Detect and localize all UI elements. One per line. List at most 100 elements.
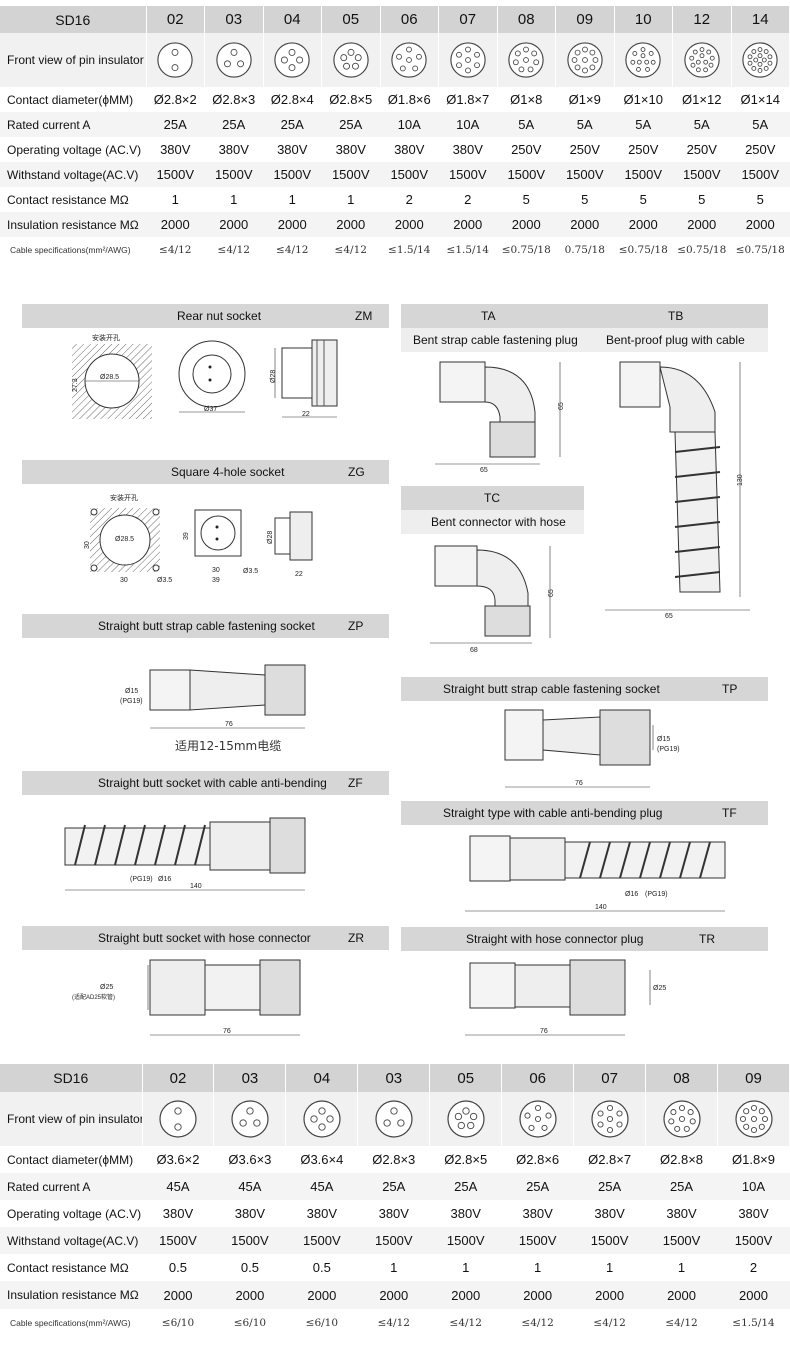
pin-insulator-icon: [450, 42, 486, 78]
model-header: 07: [573, 1064, 647, 1092]
drawing-tf: Ø16 (PG19) 140: [465, 835, 726, 912]
pin-cell: [204, 33, 264, 87]
zg-note: 安装开孔: [110, 493, 138, 502]
value-cell: 2: [464, 192, 472, 207]
section-title-ta: Bent strap cable fastening plug: [413, 333, 578, 347]
pin-insulator-icon: [216, 42, 252, 78]
zg-dim-9: Ø3.5: [243, 568, 258, 575]
zm-dim-1: Ø28.5: [100, 374, 119, 381]
value-cell: Ø2.8×6: [516, 1152, 560, 1167]
pin-insulator-icon: [684, 42, 720, 78]
pin-cell: [142, 1092, 215, 1146]
section-code-tp: TP: [722, 682, 738, 696]
row-label: Operating voltage (AC.V): [7, 142, 142, 157]
value-cell: 1500V: [717, 1227, 790, 1254]
section-title-tb: Bent-proof plug with cable: [606, 333, 745, 347]
value-cell: 2000: [731, 212, 790, 237]
drawing-tr: Ø25 76: [465, 959, 666, 1036]
value-cell: 380V: [452, 142, 483, 157]
value-cell: 2000: [672, 212, 731, 237]
value-cell: 10A: [438, 112, 497, 137]
model-header: 10: [614, 6, 673, 33]
value-cell: 25A: [204, 112, 263, 137]
value-cell: 1: [171, 192, 179, 207]
pin-cell: [321, 33, 381, 87]
tr-dim-1: Ø25: [653, 985, 666, 992]
zg-dim-1: Ø28.5: [115, 536, 134, 543]
value-cell: Ø2.8×3: [212, 92, 256, 107]
value-cell: Ø1×9: [568, 92, 601, 107]
value-cell: ≤6/10: [161, 1317, 195, 1329]
zr-dim-1: Ø25: [100, 984, 113, 991]
value-cell: 2000: [146, 212, 205, 237]
value-cell: ≤0.75/18: [618, 244, 668, 256]
value-cell: 1500V: [285, 1227, 358, 1254]
model-header: 03: [204, 6, 264, 33]
pin-cell: [573, 1092, 647, 1146]
pin-cell: [555, 33, 615, 87]
value-cell: 1: [534, 1260, 542, 1275]
value-cell: 5: [522, 192, 530, 207]
pin-insulator-icon: [274, 42, 310, 78]
row-label: Cable specifications(mm²/AWG): [10, 245, 131, 255]
value-cell: 25A: [429, 1173, 502, 1200]
value-cell: 1: [605, 1260, 614, 1275]
value-cell: 250V: [569, 142, 600, 157]
section-code-zf: ZF: [348, 776, 363, 790]
pin-cell: [497, 33, 556, 87]
table_bottom-row-pins: Front view of pin insulator: [0, 1092, 790, 1146]
table_top-row-cable-spec: Cable specifications(mm²/AWG)≤4/12≤4/12≤…: [0, 237, 790, 263]
zp-note: 适用12-15mm电缆: [175, 739, 281, 753]
pin-cell: [438, 33, 498, 87]
section-bar-tp: Straight butt strap cable fastening sock…: [401, 677, 768, 701]
zg-dim-4: Ø3.5: [157, 577, 172, 584]
section-title-tr: Straight with hose connector plug: [466, 932, 644, 946]
value-cell: Ø2.8×2: [153, 92, 197, 107]
row-label: Front view of pin insulator: [0, 1092, 143, 1146]
pin-cell: [501, 1092, 575, 1146]
model-header: 03: [357, 1064, 431, 1092]
value-cell: 1: [347, 192, 355, 207]
pin-insulator-icon: [625, 42, 661, 78]
section-bar-zr: Straight butt socket with hose connector…: [22, 926, 389, 950]
tf-dim-2: (PG19): [645, 891, 668, 898]
value-cell: 25A: [321, 112, 380, 137]
value-cell: 1500V: [573, 1227, 646, 1254]
value-cell: 2000: [497, 212, 556, 237]
section-code-zr: ZR: [348, 931, 364, 945]
tp-dim-1: Ø15: [657, 736, 670, 743]
zp-dim-3: 76: [225, 721, 233, 728]
model-header: 05: [321, 6, 381, 33]
tf-dim-1: Ø16: [625, 891, 638, 898]
value-cell: 1: [390, 1260, 398, 1275]
value-cell: 1500V: [501, 1227, 574, 1254]
value-cell: 2000: [645, 1281, 718, 1309]
tb-dim-2: 65: [665, 613, 673, 620]
value-cell: 5A: [731, 112, 790, 137]
section-bar-zg: Square 4-hole socket ZG: [22, 460, 389, 484]
pin-insulator-icon: [508, 42, 544, 78]
value-cell: 2: [405, 192, 413, 207]
model-header: 04: [263, 6, 322, 33]
tr-dim-2: 76: [540, 1028, 548, 1035]
value-cell: Ø2.8×3: [372, 1152, 416, 1167]
value-cell: ≤4/12: [377, 1317, 410, 1329]
value-cell: 25A: [357, 1173, 430, 1200]
value-cell: 2: [749, 1260, 758, 1275]
zg-dim-7: 39: [212, 577, 220, 584]
model-header: 09: [555, 6, 615, 33]
zm-note: 安装开孔: [92, 333, 120, 342]
section-code-tb: TB: [668, 309, 684, 323]
ta-dim-1: 65: [558, 402, 565, 410]
value-cell: 250V: [511, 142, 542, 157]
value-cell: 2000: [429, 1281, 502, 1309]
model-header: 06: [501, 1064, 575, 1092]
drawing-tb: 130 65: [605, 361, 750, 620]
